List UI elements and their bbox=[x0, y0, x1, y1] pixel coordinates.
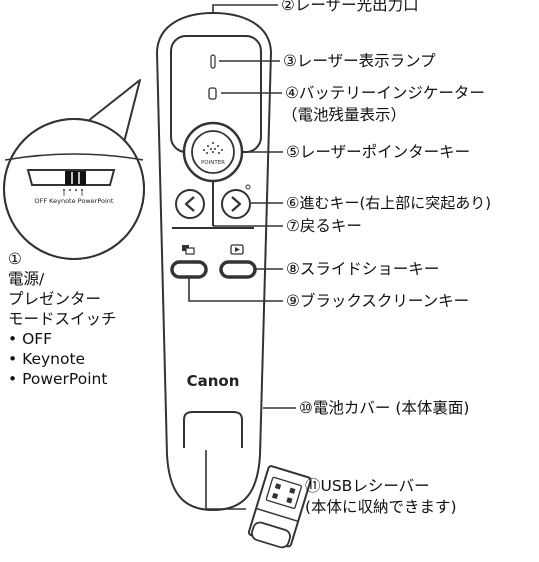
usb-receiver bbox=[247, 465, 312, 549]
callout-usb-storage: (本体に収納できます) bbox=[305, 498, 457, 516]
callout-battery-level: （電池残量表示） bbox=[282, 106, 407, 124]
pointer-key-label: POINTER bbox=[201, 160, 225, 166]
slideshow-key[interactable] bbox=[219, 260, 257, 279]
inset-pointer bbox=[87, 79, 141, 159]
battery-cover bbox=[183, 411, 243, 448]
callout-laser-lamp: ③レーザー表示ランプ bbox=[283, 52, 436, 70]
callout-back-key: ⑦戻るキー bbox=[286, 217, 362, 235]
back-arrow-icon bbox=[184, 196, 195, 212]
play-icon bbox=[230, 244, 244, 255]
back-key[interactable] bbox=[175, 189, 205, 219]
forward-key-bump bbox=[245, 184, 251, 190]
mode-keynote: • Keynote bbox=[8, 350, 86, 368]
switch-position-dots bbox=[63, 189, 83, 196]
switch-knob[interactable] bbox=[65, 171, 86, 185]
switch-number: ① bbox=[8, 250, 22, 268]
laser-lamp bbox=[210, 54, 216, 69]
forward-arrow-icon bbox=[231, 196, 242, 212]
black-screen-icon bbox=[182, 245, 195, 255]
callout-pointer-key: ⑤レーザーポインターキー bbox=[286, 143, 471, 161]
callout-laser-output: ②レーザー光出力口 bbox=[281, 0, 419, 14]
switch-title-line2: プレゼンター bbox=[8, 290, 102, 308]
switch-title-line3: モードスイッチ bbox=[8, 310, 117, 328]
callout-battery-cover: ⑩電池カバー (本体裏面) bbox=[299, 399, 470, 417]
brand-logo: Canon bbox=[187, 372, 240, 390]
inset-device-edge bbox=[4, 153, 144, 161]
callout-slideshow-key: ⑧スライドショーキー bbox=[286, 260, 440, 278]
pointer-dots-icon bbox=[203, 142, 223, 154]
switch-description: ① 電源/ プレゼンター モードスイッチ • OFF • Keynote • P… bbox=[8, 249, 117, 389]
mode-off: • OFF bbox=[8, 330, 53, 348]
battery-indicator bbox=[208, 87, 217, 100]
forward-key[interactable] bbox=[221, 189, 251, 219]
leader-lines bbox=[188, 4, 296, 510]
callout-forward-key: ⑥進むキー(右上部に突起あり) bbox=[286, 194, 492, 212]
callout-usb-receiver: ⑪USBレシーバー bbox=[305, 477, 430, 495]
callout-black-screen-key: ⑨ブラックスクリーンキー bbox=[286, 292, 470, 310]
switch-title-line1: 電源/ bbox=[8, 270, 45, 288]
black-screen-key[interactable] bbox=[170, 260, 208, 279]
callout-battery-indicator: ④バッテリーインジケーター bbox=[285, 84, 485, 102]
switch-inset-label: OFF Keynote PowerPoint bbox=[35, 197, 114, 205]
mode-powerpoint: • PowerPoint bbox=[8, 370, 108, 388]
